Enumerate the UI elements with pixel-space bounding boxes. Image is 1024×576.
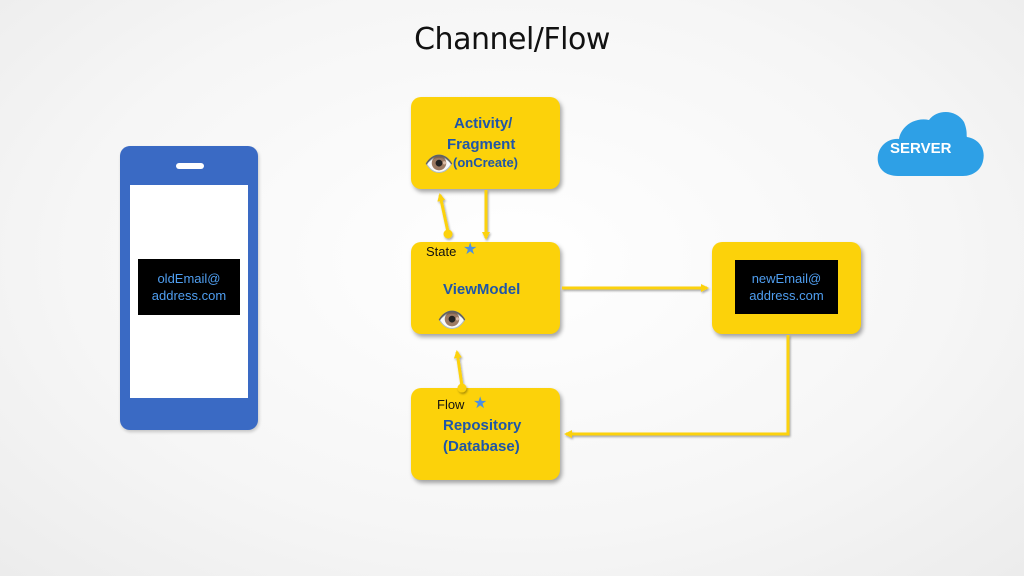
repository-box [411, 388, 560, 480]
star-icon: ★ [473, 395, 488, 412]
old-email-line1: oldEmail@ [157, 271, 221, 286]
activity-fragment-box [411, 97, 560, 189]
star-icon: ★ [463, 241, 478, 258]
old-email-line2: address.com [151, 288, 227, 303]
arrow-network-to-repository [564, 335, 790, 438]
connector-dot [457, 383, 467, 393]
new-email-line2: address.com [749, 288, 824, 303]
flow-label: Flow [437, 397, 465, 412]
server-label: SERVER [890, 140, 952, 157]
repository-label-line1: Repository [443, 417, 522, 434]
arrow-repository-to-viewmodel [453, 350, 464, 387]
page-title: Channel/Flow [414, 22, 610, 57]
activity-label-line2: Fragment [447, 136, 516, 153]
new-email-line1: newEmail@ [751, 271, 822, 286]
connector-dot [443, 229, 453, 239]
eye-icon: 👁️ [424, 151, 454, 178]
state-label: State [426, 244, 457, 259]
phone-speaker [176, 163, 204, 169]
cloud-icon [877, 111, 984, 176]
activity-label-line3: (onCreate) [453, 155, 519, 170]
arrow-viewmodel-to-activity [437, 193, 450, 233]
new-email-card: newEmail@ address.com [735, 260, 838, 314]
eye-icon: 👁️ [437, 307, 467, 334]
viewmodel-box [411, 242, 560, 334]
old-email-card: oldEmail@ address.com [138, 259, 240, 315]
viewmodel-label: ViewModel [443, 281, 521, 298]
activity-label-line1: Activity/ [454, 115, 513, 132]
repository-label-line2: (Database) [443, 438, 520, 455]
